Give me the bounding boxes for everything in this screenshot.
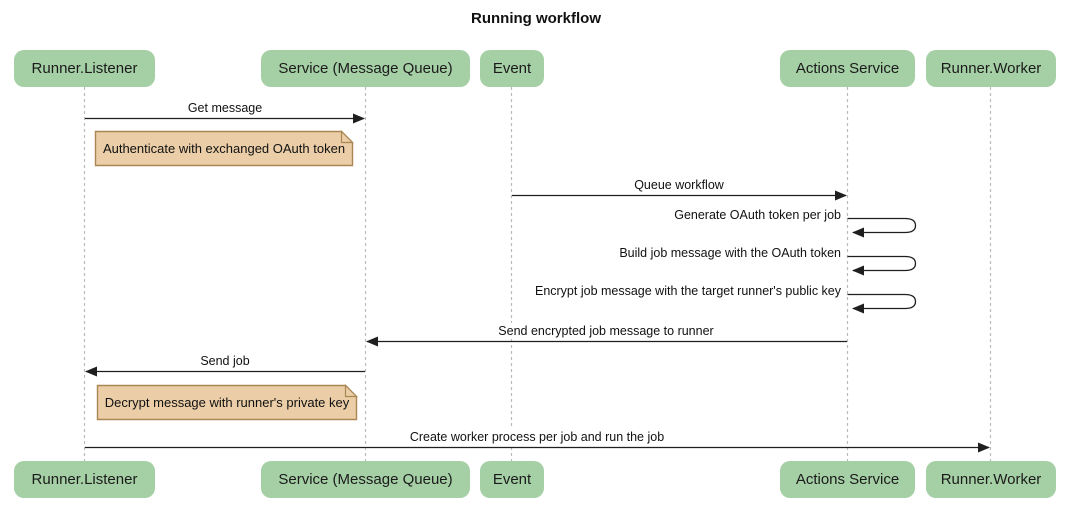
message-label-queue-workflow: Queue workflow: [631, 177, 727, 193]
participant-top-runner-worker: Runner.Worker: [926, 50, 1056, 87]
participant-bottom-runner-worker: Runner.Worker: [926, 461, 1056, 498]
message-label-send-job: Send job: [197, 353, 253, 369]
participant-bottom-service-message-queue: Service (Message Queue): [261, 461, 470, 498]
participant-bottom-actions-service: Actions Service: [780, 461, 915, 498]
participant-label: Runner.Worker: [940, 471, 1042, 488]
participant-label: Actions Service: [795, 471, 900, 488]
participant-label: Runner.Listener: [31, 60, 138, 77]
note-decrypt-shape: [96, 384, 358, 421]
diagram-title: Running workflow: [471, 10, 601, 27]
participant-label: Actions Service: [795, 60, 900, 77]
message-label-generate-oauth-token: Generate OAuth token per job: [671, 207, 844, 223]
participant-top-runner-listener: Runner.Listener: [14, 50, 155, 87]
note-authenticate-text: Authenticate with exchanged OAuth token: [102, 140, 346, 156]
participant-label: Runner.Listener: [31, 471, 138, 488]
participant-label: Runner.Worker: [940, 60, 1042, 77]
message-label-get-message: Get message: [184, 100, 266, 116]
arrow-self-encrypt-job-message: [847, 293, 917, 314]
participant-label: Event: [492, 60, 532, 77]
participant-label: Service (Message Queue): [278, 471, 453, 488]
participant-bottom-runner-listener: Runner.Listener: [14, 461, 155, 498]
note-authenticate-fold-icon: [340, 130, 354, 144]
message-label-create-worker-process: Create worker process per job and run th…: [406, 429, 668, 445]
participant-bottom-event: Event: [480, 461, 544, 498]
arrow-self-build-job-message: [847, 255, 917, 276]
arrow-self-generate-oauth-token: [847, 217, 917, 238]
note-decrypt-fold-icon: [344, 384, 358, 398]
participant-top-actions-service: Actions Service: [780, 50, 915, 87]
participant-top-service-message-queue: Service (Message Queue): [261, 50, 470, 87]
note-decrypt-text: Decrypt message with runner's private ke…: [104, 394, 350, 410]
participant-label: Event: [492, 471, 532, 488]
note-authenticate-shape: [94, 130, 354, 167]
message-label-build-job-message: Build job message with the OAuth token: [616, 245, 844, 261]
participant-label: Service (Message Queue): [278, 60, 453, 77]
participant-top-event: Event: [480, 50, 544, 87]
message-label-encrypt-job-message: Encrypt job message with the target runn…: [531, 283, 844, 299]
message-label-send-encrypted-job-message: Send encrypted job message to runner: [495, 323, 717, 339]
